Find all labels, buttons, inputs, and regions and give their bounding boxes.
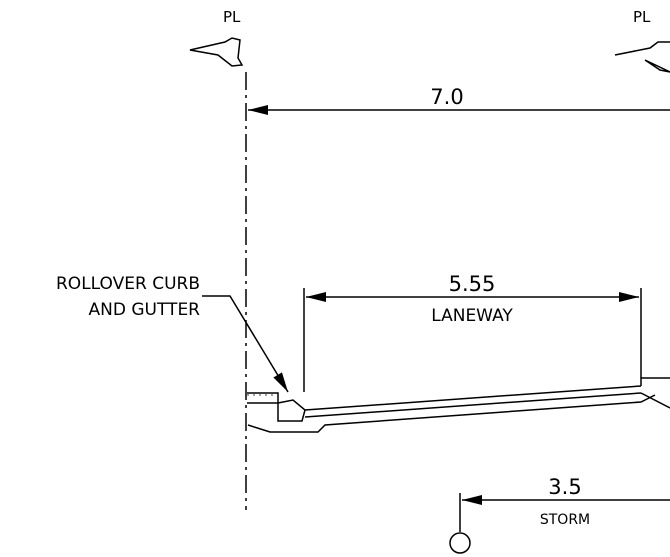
right-property-line-symbol: PL	[614, 8, 670, 73]
right-pl-text: PL	[633, 8, 651, 26]
rollover-curb	[277, 399, 306, 422]
laneway-width-value: 5.55	[449, 272, 496, 296]
storm-pipe-icon	[449, 532, 471, 554]
callout-line-2: AND GUTTER	[89, 300, 201, 320]
left-property-line-symbol: PL	[189, 8, 244, 67]
laneway-width-dimension: 5.55 LANEWAY	[303, 272, 642, 392]
left-pl-text: PL	[223, 8, 241, 26]
right-pl-pin-icon	[614, 41, 670, 73]
right-curb	[640, 377, 670, 409]
left-boulevard	[247, 392, 279, 404]
callout-leader-line	[202, 295, 289, 393]
laneway-label: LANEWAY	[431, 306, 513, 326]
storm-offset-dimension: 3.5 STORM	[449, 475, 670, 554]
storm-offset-value: 3.5	[548, 475, 581, 499]
storm-label: STORM	[540, 512, 590, 528]
property-width-value: 7.0	[430, 85, 463, 109]
road-cross-section	[247, 377, 670, 433]
callout-line-1: ROLLOVER CURB	[56, 274, 200, 294]
granular-base	[247, 394, 656, 433]
pavement-bottom	[304, 392, 642, 418]
property-width-dimension: 7.0	[248, 85, 670, 115]
pavement-top	[304, 385, 642, 411]
rollover-curb-callout: ROLLOVER CURB AND GUTTER	[56, 274, 289, 393]
left-pl-pin-icon	[189, 37, 244, 67]
